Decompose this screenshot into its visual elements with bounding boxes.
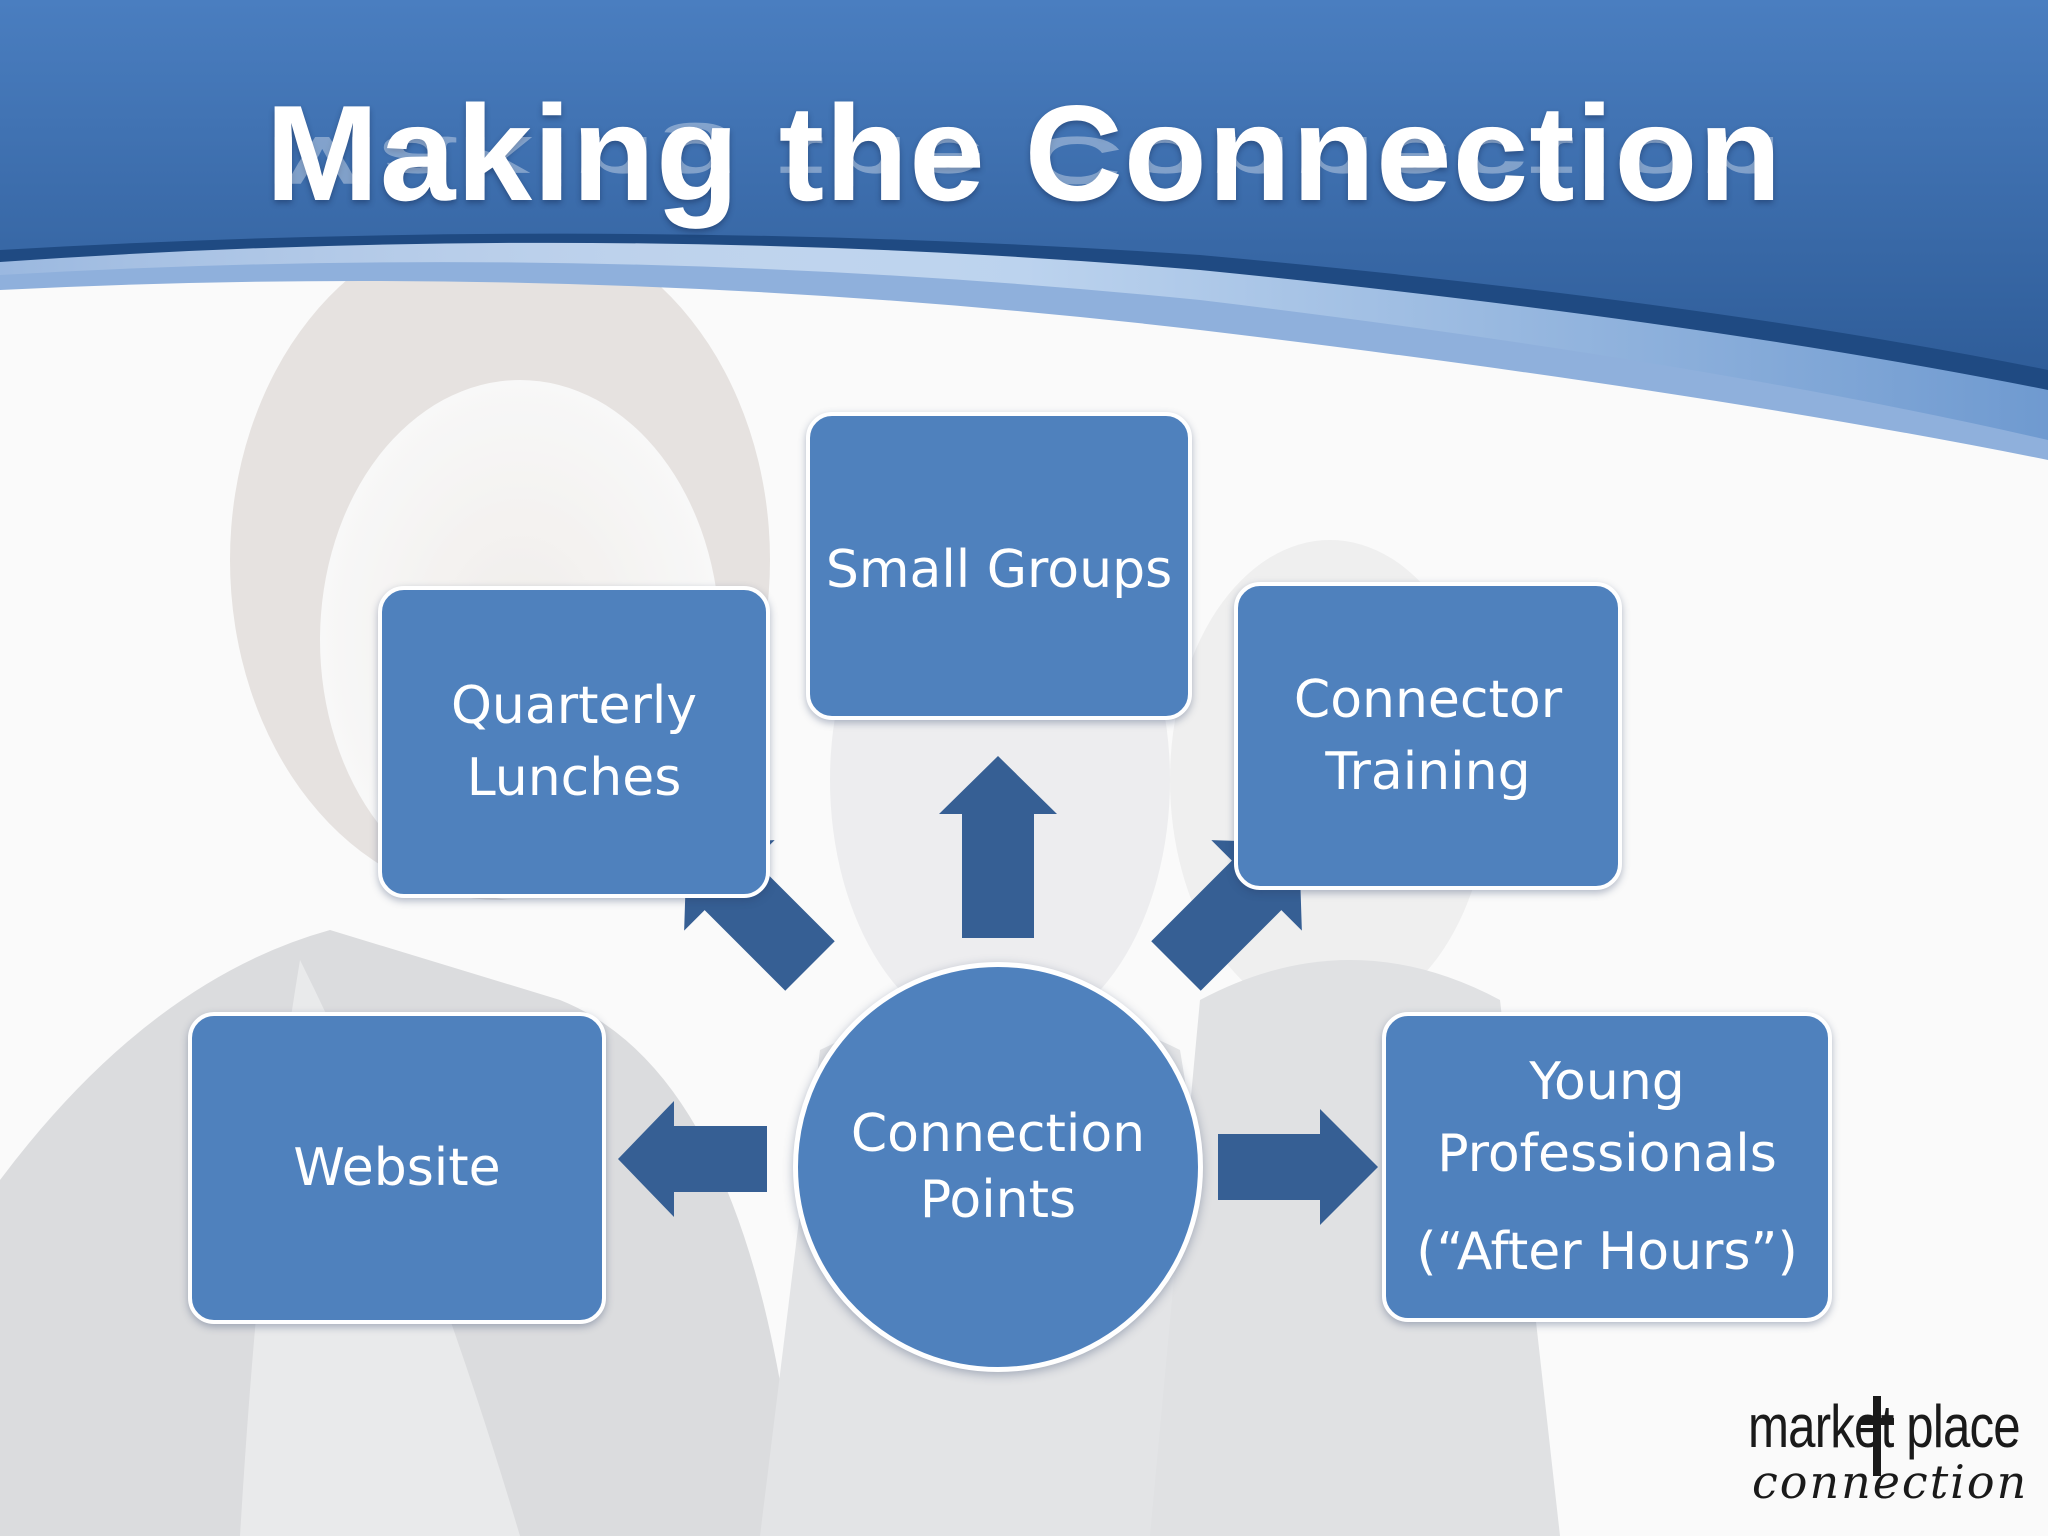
node-quarterly-lunches: Quarterly Lunches: [378, 586, 770, 898]
hub-line1: Connection: [850, 1104, 1146, 1164]
hub-line2: Points: [919, 1170, 1077, 1230]
hub-connection-points: Connection Points: [793, 962, 1203, 1372]
node-connector-training: Connector Training: [1234, 582, 1622, 890]
node-small-groups: Small Groups: [806, 412, 1192, 720]
node-young-professionals-line3: (“After Hours”): [1416, 1222, 1798, 1282]
marketplace-connection-logo: market place connection: [1748, 1392, 2026, 1522]
node-small-groups-label: Small Groups: [825, 540, 1173, 600]
node-quarterly-lunches-line1: Quarterly: [450, 676, 698, 736]
node-young-professionals-line1: Young: [1529, 1052, 1685, 1112]
logo-top-text: market place: [1748, 1393, 2021, 1460]
node-connector-training-line1: Connector: [1293, 670, 1563, 730]
logo-bottom-text: connection: [1752, 1455, 2029, 1509]
node-connector-training-line2: Training: [1325, 742, 1531, 802]
node-young-professionals: Young Professionals (“After Hours”): [1382, 1012, 1832, 1322]
header-band: [0, 0, 2048, 460]
cross-icon: [1860, 1396, 1894, 1476]
arrow-left: [618, 1101, 767, 1217]
node-young-professionals-line2: Professionals: [1437, 1124, 1777, 1184]
slide-title: Making the Connection: [265, 77, 1783, 229]
node-website: Website: [188, 1012, 606, 1324]
arrow-right: [1218, 1109, 1378, 1225]
node-website-label: Website: [293, 1138, 501, 1198]
node-quarterly-lunches-line2: Lunches: [466, 748, 682, 808]
arrow-up: [939, 756, 1057, 938]
